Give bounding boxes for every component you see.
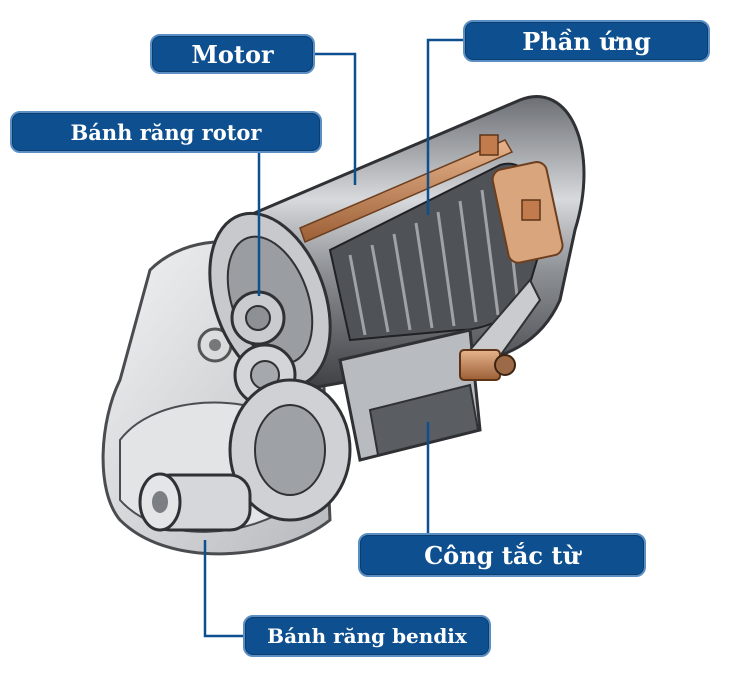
- leader-lines: [203, 38, 463, 638]
- label-armature: Phần ứng: [463, 20, 710, 62]
- armature-core: [299, 134, 564, 342]
- label-motor: Motor: [150, 34, 315, 74]
- rotor-gear: [230, 290, 286, 346]
- leader-armature: [426, 38, 463, 215]
- label-solenoid: Công tắc từ: [358, 533, 646, 577]
- solenoid-switch: [338, 278, 542, 462]
- label-rotor-gear: Bánh răng rotor: [10, 111, 322, 153]
- label-bendix-gear: Bánh răng bendix: [243, 615, 491, 657]
- bendix-drive: [138, 378, 352, 532]
- leader-bendix: [203, 540, 243, 638]
- leader-motor: [313, 52, 357, 185]
